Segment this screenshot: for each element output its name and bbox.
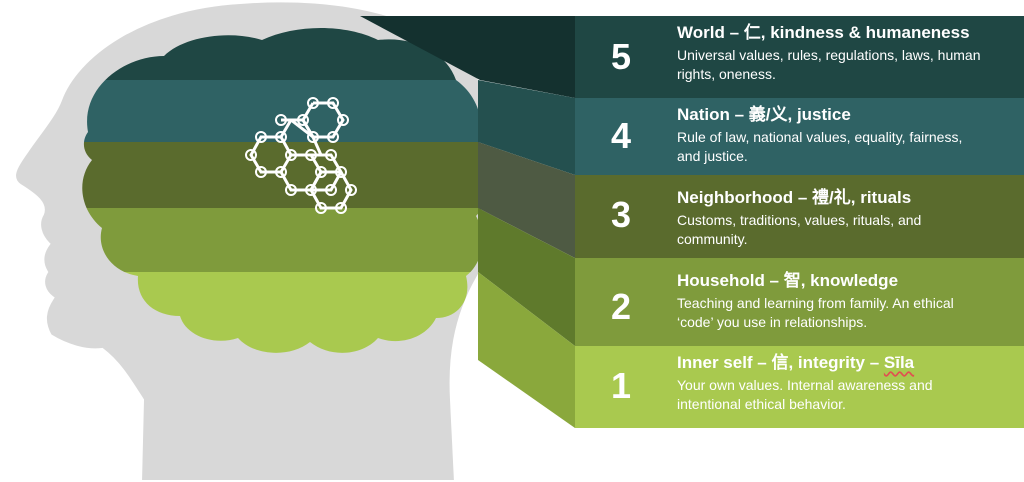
tier-number-2: 2 <box>610 286 632 327</box>
tier-number-4: 4 <box>610 115 632 156</box>
molecule-nodes <box>245 97 357 214</box>
band-side-1 <box>478 272 575 428</box>
tier-title-1: Inner self – 信, integrity – Sīla <box>677 353 914 373</box>
tier-title-3: Neighborhood – 禮/礼, rituals <box>677 188 912 207</box>
tier-description-5: Universal values, rules, regulations, la… <box>677 47 981 82</box>
band-front-3 <box>575 175 1024 258</box>
band-side-4 <box>478 80 575 175</box>
tier-title-5: World – 仁, kindness & humaneness <box>677 23 970 42</box>
tier-number-5: 5 <box>610 36 632 77</box>
band-side-3 <box>478 142 575 258</box>
band-front-1 <box>575 346 1024 428</box>
tier-title-2: Household – 智, knowledge <box>677 271 899 290</box>
band-front-5 <box>575 16 1024 98</box>
tier-title-4: Nation – 義/义, justice <box>677 105 851 124</box>
band-side-2 <box>478 208 575 346</box>
tier-number-3: 3 <box>610 194 632 235</box>
tier-description-1: Your own values. Internal awareness and … <box>677 377 933 412</box>
band-front-2 <box>575 258 1024 346</box>
tier-title-1-sila: Sīla <box>883 353 915 372</box>
molecule-icon <box>249 101 353 210</box>
band-front-4 <box>575 98 1024 175</box>
tier-description-2: Teaching and learning from family. An et… <box>677 295 954 330</box>
brain-band-4 <box>82 80 490 142</box>
tier-title-1-main: Inner self – 信, integrity – <box>677 353 884 372</box>
tier-description-4: Rule of law, national values, equality, … <box>677 129 963 164</box>
brain-band-2 <box>82 208 490 272</box>
tier-number-1: 1 <box>610 365 632 406</box>
tier-description-3: Customs, traditions, values, rituals, an… <box>677 212 922 247</box>
band-side-5 <box>360 16 575 98</box>
